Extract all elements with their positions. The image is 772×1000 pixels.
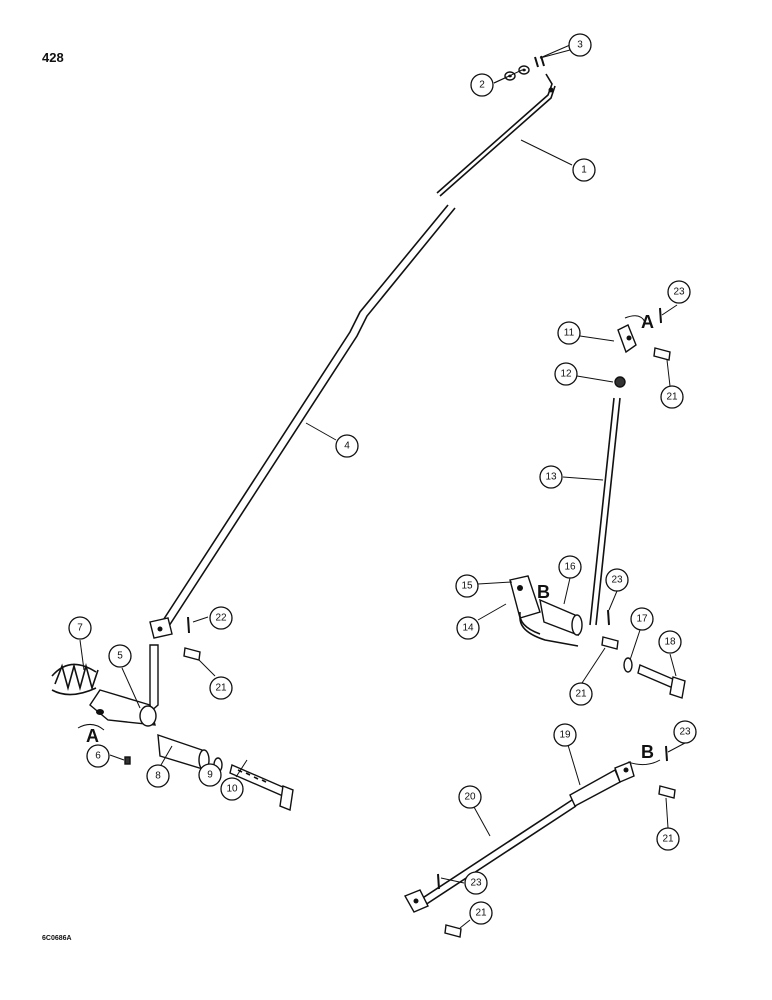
callout-4: 4 (335, 434, 359, 458)
callout-23-c: 23 (673, 720, 697, 744)
svg-text:4: 4 (344, 441, 350, 452)
svg-text:20: 20 (464, 792, 476, 803)
pedal-lever (89, 644, 159, 727)
callout-21-c: 21 (569, 682, 593, 706)
svg-text:21: 21 (475, 908, 487, 919)
svg-text:18: 18 (664, 637, 676, 648)
callout-12: 12 (554, 362, 578, 386)
svg-text:23: 23 (470, 878, 482, 889)
bolt-long (229, 764, 294, 811)
svg-text:10: 10 (226, 784, 238, 795)
washer-17 (623, 657, 633, 673)
callout-21-d: 21 (656, 827, 680, 851)
rod-20 (403, 799, 577, 913)
svg-text:5: 5 (117, 651, 123, 662)
callout-15: 15 (455, 574, 479, 598)
ref-b-mid: B (537, 582, 550, 602)
bellcrank (509, 575, 579, 647)
ref-a-lower: A (86, 726, 99, 746)
upper-rod (436, 73, 556, 197)
svg-text:3: 3 (577, 40, 583, 51)
grease-fitting (124, 756, 131, 765)
callout-14: 14 (456, 616, 480, 640)
svg-text:22: 22 (215, 613, 227, 624)
svg-text:8: 8 (155, 771, 161, 782)
callout-20: 20 (458, 785, 482, 809)
pin-23-lower (437, 745, 676, 938)
callout-1: 1 (572, 158, 596, 182)
svg-text:12: 12 (560, 369, 572, 380)
svg-text:15: 15 (461, 581, 473, 592)
callout-21-a: 21 (209, 676, 233, 700)
rod-end-19 (569, 761, 635, 807)
svg-text:1: 1 (581, 165, 587, 176)
callout-11: 11 (557, 321, 581, 345)
callout-10: 10 (220, 777, 244, 801)
callout-17: 17 (630, 607, 654, 631)
callout-5: 5 (108, 644, 132, 668)
svg-text:7: 7 (77, 623, 83, 634)
svg-text:6: 6 (95, 751, 101, 762)
ref-a-upper: A (641, 312, 654, 332)
ref-b-lower: B (641, 742, 654, 762)
callout-18: 18 (658, 630, 682, 654)
callout-16: 16 (558, 555, 582, 579)
bushing-left (157, 733, 210, 772)
callout-22: 22 (209, 606, 233, 630)
svg-text:21: 21 (662, 834, 674, 845)
callout-2: 2 (470, 73, 494, 97)
nut-12 (614, 376, 626, 388)
svg-text:14: 14 (462, 623, 474, 634)
washer-set (504, 65, 530, 81)
svg-text:23: 23 (679, 727, 691, 738)
svg-text:17: 17 (636, 614, 648, 625)
spring (51, 662, 99, 696)
svg-text:2: 2 (479, 80, 485, 91)
svg-text:13: 13 (545, 472, 557, 483)
callout-8: 8 (146, 764, 170, 788)
callout-23-a: 23 (667, 280, 691, 304)
main-rod (149, 204, 456, 639)
svg-text:21: 21 (666, 392, 678, 403)
svg-text:9: 9 (207, 770, 213, 781)
pin-23-mid (601, 609, 619, 650)
callout-7: 7 (68, 616, 92, 640)
svg-text:19: 19 (559, 730, 571, 741)
pin-23-upper (653, 307, 671, 361)
rod-pin-hole (548, 87, 554, 93)
svg-text:11: 11 (564, 328, 575, 339)
leader-lines (79, 44, 686, 929)
figure-code: 6C0686A (42, 935, 72, 942)
callout-3: 3 (568, 33, 592, 57)
bushing-16 (539, 598, 583, 637)
svg-text:21: 21 (215, 683, 227, 694)
clevis-upper (617, 324, 637, 354)
svg-text:23: 23 (673, 287, 685, 298)
rod-13 (589, 397, 621, 626)
callout-13: 13 (539, 465, 563, 489)
svg-text:16: 16 (564, 562, 576, 573)
svg-text:23: 23 (611, 575, 623, 586)
callout-21-b: 21 (660, 385, 684, 409)
callout-9: 9 (198, 763, 222, 787)
callout-23-b: 23 (605, 568, 629, 592)
svg-text:21: 21 (575, 689, 587, 700)
callout-6: 6 (86, 744, 110, 768)
callout-21-e: 21 (469, 901, 493, 925)
page-number: 428 (42, 50, 64, 65)
pin-22 (183, 616, 201, 661)
bolt-18 (637, 664, 686, 699)
callout-23-d: 23 (464, 871, 488, 895)
callout-19: 19 (553, 723, 577, 747)
